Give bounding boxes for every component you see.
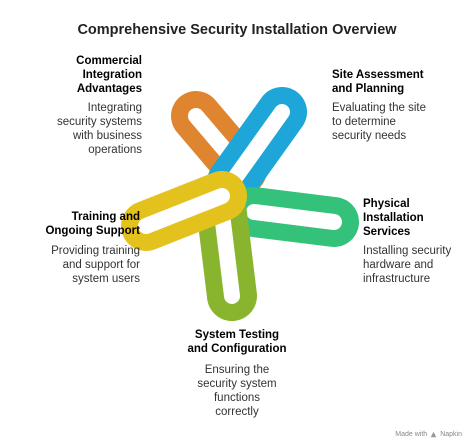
physical-installation-description: Installing security hardware and infrast… xyxy=(363,245,452,285)
site-assessment-description: Evaluating the site to determine securit… xyxy=(332,102,426,142)
system-testing-description: Ensuring the security system functions c… xyxy=(197,364,277,418)
yellow-loop-hole xyxy=(138,188,230,234)
olive-loop-hole xyxy=(214,206,240,304)
green-loop-hole xyxy=(246,204,342,230)
watermark: Made with Napkin xyxy=(395,431,462,438)
watermark-prefix: Made with xyxy=(395,431,428,438)
training-support-heading: Training and Ongoing Support xyxy=(45,211,140,237)
watermark-brand: Napkin xyxy=(440,431,462,438)
system-testing-heading: System Testing and Configuration xyxy=(187,329,287,355)
blue-loop-hole xyxy=(224,104,290,190)
commercial-integration-description: Integrating security systems with busine… xyxy=(57,102,142,156)
page-title: Comprehensive Security Installation Over… xyxy=(77,22,397,38)
training-support-description: Providing training and support for syste… xyxy=(51,245,140,285)
site-assessment-heading: Site Assessment and Planning xyxy=(332,69,424,95)
physical-installation-heading: Physical Installation Services xyxy=(363,198,424,238)
napkin-logo-icon xyxy=(430,431,437,438)
commercial-integration-heading: Commercial Integration Advantages xyxy=(76,55,142,95)
